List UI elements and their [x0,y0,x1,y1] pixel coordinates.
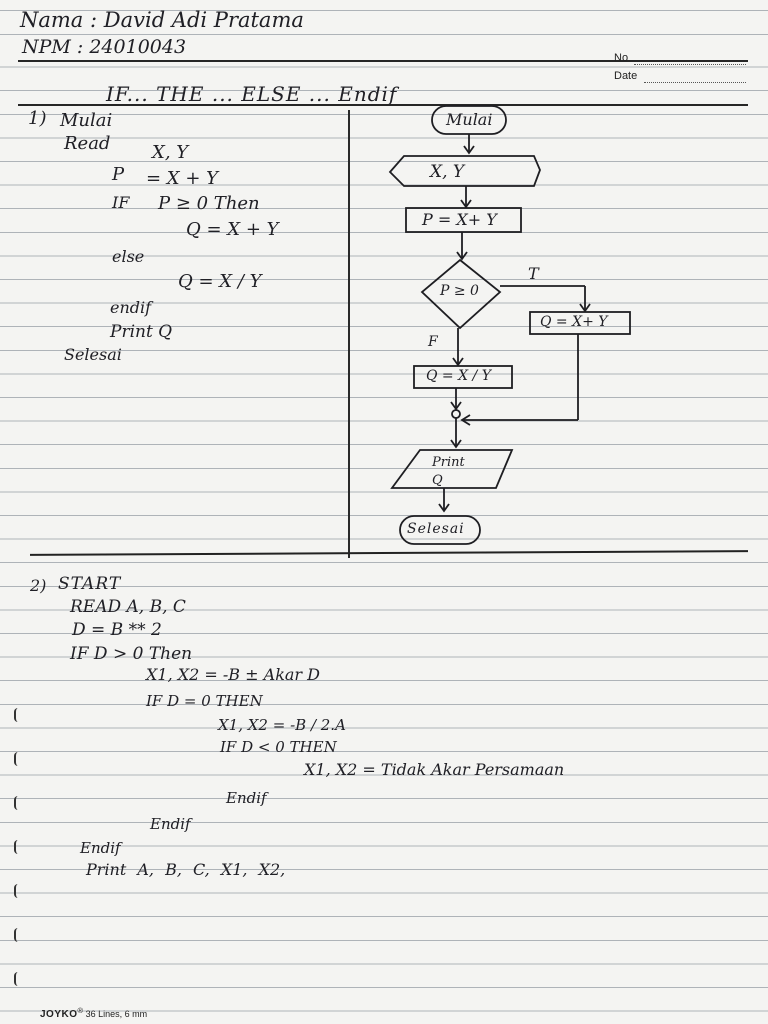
date-label: Date [614,70,638,82]
pseudo-print: Print Q [110,322,173,342]
date-dots [644,82,746,83]
pseudo-if-cond: P ≥ 0 Then [158,193,260,214]
algo-if-d-zero: IF D = 0 THEN [146,692,263,710]
pseudo-p: P [112,164,125,185]
flow-start-label: Mulai [446,110,493,129]
algo-endif-2: Endif [150,815,191,833]
flow-true-process-shape [529,311,631,335]
section2-number: 2) [30,576,47,595]
binder-mark [14,708,22,722]
algo-read: READ A, B, C [70,597,186,617]
pseudo-read: Read [64,133,111,154]
algo-if-d-neg: IF D < 0 THEN [220,738,337,756]
binder-mark [14,796,22,810]
flow-true-process-label: Q = X+ Y [540,314,608,330]
algo-print: Print A, B, C, X1, X2, [86,860,286,879]
algo-x-neg: X1, X2 = Tidak Akar Persamaan [304,760,565,779]
binder-mark [14,972,22,986]
flow-output-shape [390,449,514,489]
no-dots [634,64,746,65]
flow-false-label: F [428,334,438,350]
binder-mark [14,840,22,854]
pseudo-selesai: Selesai [64,345,122,364]
flow-process1-shape [405,207,522,233]
algo-x-pos: X1, X2 = -B ± Akar D [146,665,320,684]
notebook-footer: JOYKO® 36 Lines, 6 mm [40,1006,148,1020]
flow-output-label: Print Q [432,455,465,488]
pseudo-p-expr: = X + Y [146,168,219,189]
binder-mark [14,752,22,766]
flow-decision-label: P ≥ 0 [440,283,479,299]
flow-process1-label: P = X+ Y [422,210,497,229]
no-label: No [614,52,629,64]
spec-label: 36 Lines, 6 mm [85,1009,148,1019]
algo-if-d-pos: IF D > 0 Then [70,644,193,664]
algo-d-assign: D = B ** 2 [72,620,162,640]
section1-number: 1) [28,108,47,129]
column-divider [348,110,350,558]
algo-x-zero: X1, X2 = -B / 2.A [218,716,346,734]
flow-decision-shape [420,258,502,330]
name-line: Nama : David Adi Pratama [20,8,304,32]
flow-true-label: T [528,264,539,283]
pseudo-q-false: Q = X / Y [178,271,262,292]
algo-endif-3: Endif [80,839,121,857]
pseudo-mulai: Mulai [60,110,113,131]
flow-false-process-label: Q = X / Y [426,368,491,384]
algo-endif-1: Endif [226,789,267,807]
title-underline [18,104,748,106]
flow-false-process-shape [413,365,513,389]
flow-end-shape [399,515,481,545]
pseudo-read-vars: X, Y [152,142,189,163]
pseudo-else: else [112,247,145,266]
pseudo-endif: endif [110,298,152,317]
flow-input-shape [388,155,541,187]
flow-end-label: Selesai [407,521,465,537]
pseudo-if: IF [112,193,130,212]
binder-mark [14,928,22,942]
brand-label: JOYKO [40,1009,78,1020]
npm-line: NPM : 24010043 [22,36,187,58]
binder-mark [14,884,22,898]
section1-title: IF... THE ... ELSE ... Endif [106,82,398,106]
header-divider [18,60,748,62]
flow-input-label: X, Y [430,162,465,182]
algo-start: START [58,574,122,594]
pseudo-q-true: Q = X + Y [186,219,279,240]
